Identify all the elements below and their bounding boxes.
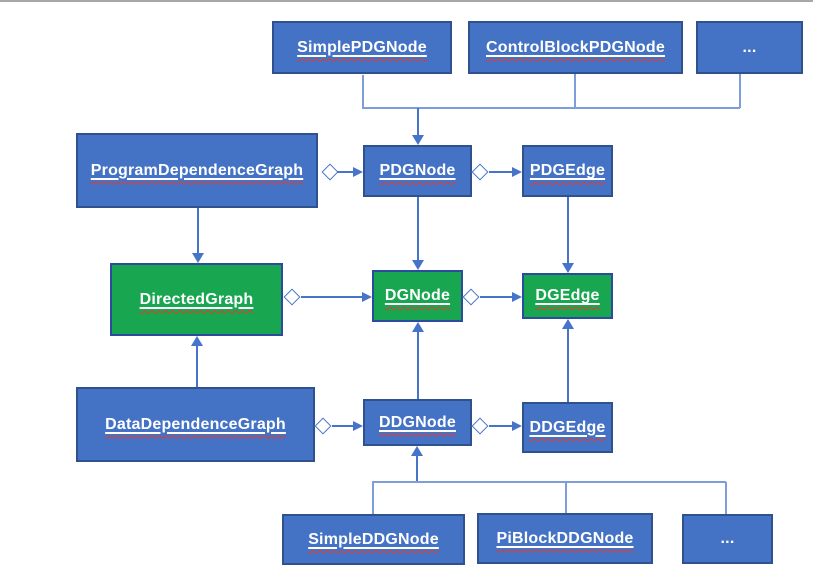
- class-box-datadependencegraph: DataDependenceGraph: [76, 387, 315, 462]
- class-box-ddgedge: DDGEdge: [522, 402, 613, 453]
- class-box-ellipsis-bottom: ...: [682, 514, 773, 564]
- connector-elbow-simplepdgnode: [362, 75, 364, 108]
- class-box-programdependencegraph: ProgramDependenceGraph: [76, 133, 318, 208]
- arrowhead-down-into-dgnode: [412, 260, 424, 270]
- arrowhead-down-into-pdgnode: [412, 135, 424, 145]
- arrowhead-up-into-ddgnode: [411, 446, 423, 456]
- arrowhead-down-into-dgedge: [562, 263, 574, 273]
- connector-datadep-to-ddgnode: [332, 425, 354, 427]
- class-box-pdgedge: PDGEdge: [522, 145, 613, 197]
- class-label: ControlBlockPDGNode: [486, 38, 665, 56]
- class-label: PDGNode: [379, 162, 456, 179]
- aggregation-diamond-pdg: [321, 163, 339, 181]
- connector-pdgedge-to-dgedge: [567, 197, 569, 264]
- top-rule: [0, 0, 813, 2]
- arrowhead-right-into-dgnode: [362, 292, 372, 302]
- arrowhead-up-into-dgedge: [562, 319, 574, 329]
- class-label: ...: [720, 530, 735, 547]
- class-box-simplepdgnode: SimplePDGNode: [272, 21, 452, 74]
- class-box-ellipsis-top: ...: [696, 21, 803, 74]
- class-label: SimpleDDGNode: [308, 530, 439, 548]
- connector-elbow-ellipsis-bottom: [725, 482, 727, 514]
- arrowhead-up-into-dgnode: [412, 322, 424, 332]
- aggregation-diamond-ddgnode: [471, 417, 489, 435]
- arrowhead-right-into-ddgnode: [353, 421, 363, 431]
- aggregation-diamond-datadep: [314, 417, 332, 435]
- aggregation-diamond-directedgraph: [283, 288, 301, 306]
- class-label: DDGEdge: [529, 418, 606, 436]
- class-label: DDGNode: [379, 413, 456, 431]
- class-box-directedgraph: DirectedGraph: [110, 263, 283, 336]
- class-box-simpleddgnode: SimpleDDGNode: [282, 514, 465, 565]
- connector-pdg-to-pdgnode: [337, 171, 354, 173]
- connector-dgnode-to-dgedge: [480, 296, 513, 298]
- connector-datadep-to-directedgraph: [196, 345, 198, 387]
- connector-directedgraph-to-dgnode: [301, 296, 363, 298]
- arrowhead-up-into-directedgraph: [191, 336, 203, 346]
- class-label: DGNode: [384, 287, 451, 304]
- connector-pdgnode-to-dgnode: [417, 197, 419, 261]
- class-label: DirectedGraph: [139, 290, 254, 308]
- arrowhead-right-into-ddgedge: [512, 421, 522, 431]
- connector-elbow-horizontal-top: [362, 107, 740, 109]
- connector-pdg-to-directedgraph: [197, 208, 199, 254]
- connector-ddgedge-to-dgedge: [567, 328, 569, 402]
- class-box-piblockddgnode: PiBlockDDGNode: [477, 513, 653, 564]
- arrowhead-right-into-pdgnode: [353, 167, 363, 177]
- aggregation-diamond-dgnode: [462, 288, 480, 306]
- class-box-controlblockpdgnode: ControlBlockPDGNode: [468, 21, 683, 74]
- arrowhead-right-into-dgedge: [512, 292, 522, 302]
- connector-elbow-simpleddgnode: [372, 482, 374, 514]
- class-label: DataDependenceGraph: [105, 415, 286, 433]
- aggregation-diamond-pdgnode: [471, 163, 489, 181]
- connector-pdgnode-to-pdgedge: [489, 171, 513, 173]
- class-label: ...: [742, 38, 757, 56]
- class-label: DGEdge: [535, 287, 600, 304]
- arrowhead-right-into-pdgedge: [512, 167, 522, 177]
- connector-ddgnode-to-ddgedge: [489, 425, 513, 427]
- class-label: ProgramDependenceGraph: [90, 161, 304, 179]
- class-box-dgnode: DGNode: [372, 270, 463, 322]
- connector-ddgnode-to-dgnode: [417, 331, 419, 399]
- connector-elbow-horizontal-bottom: [372, 481, 726, 483]
- class-label: SimplePDGNode: [297, 38, 427, 56]
- connector-elbow-ellipsis-top: [739, 74, 741, 108]
- connector-elbow-controlblockpdgnode: [574, 74, 576, 108]
- class-label: PDGEdge: [529, 162, 606, 179]
- class-box-ddgnode: DDGNode: [363, 399, 472, 446]
- class-label: PiBlockDDGNode: [496, 529, 634, 547]
- arrowhead-down-into-directedgraph: [192, 253, 204, 263]
- class-box-pdgnode: PDGNode: [363, 145, 472, 197]
- class-box-dgedge: DGEdge: [522, 273, 613, 319]
- connector-shaft-to-ddgnode: [416, 455, 418, 482]
- connector-elbow-piblockddgnode: [565, 482, 567, 513]
- connector-shaft-to-pdgnode: [417, 108, 419, 136]
